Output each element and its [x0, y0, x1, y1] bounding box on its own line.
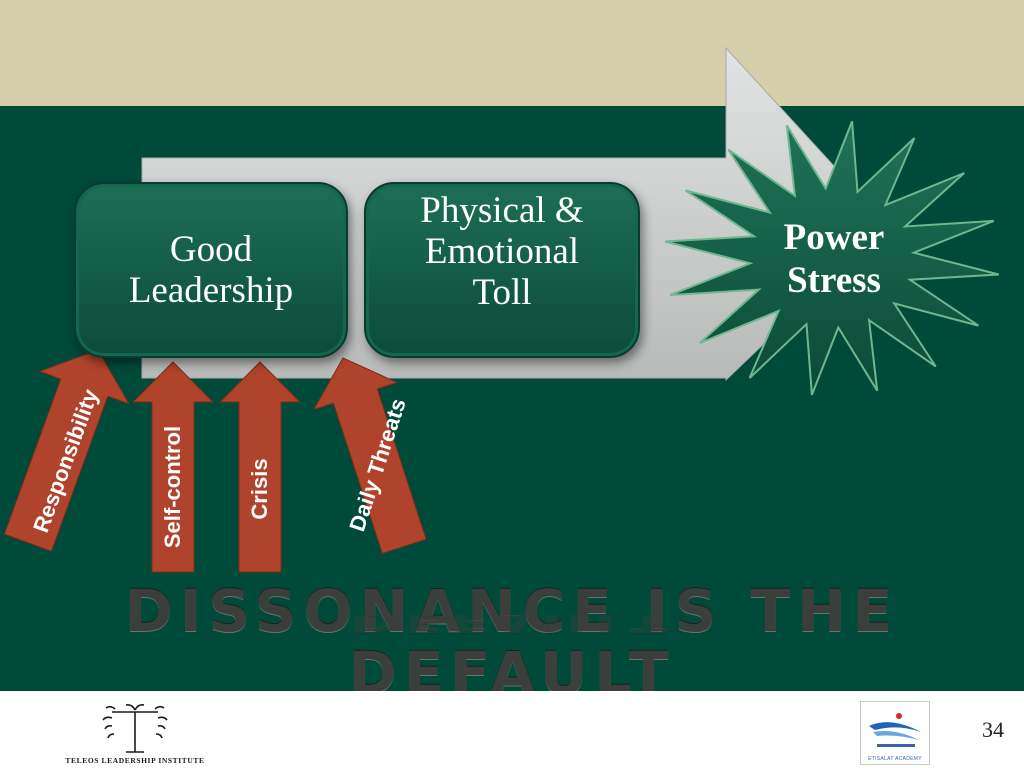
power-stress-label: Power Stress [720, 216, 948, 302]
crisis-arrow [218, 361, 302, 573]
burst-line: Stress [787, 260, 881, 301]
self-control-arrow-label: Self-control [160, 425, 185, 549]
etisalat-caption: ETISALAT ACADEMY [868, 756, 922, 762]
box-line: Emotional [424, 230, 580, 272]
responsibility-arrow [3, 349, 131, 552]
burst-line: Power [783, 217, 885, 258]
box-line: Toll [472, 271, 532, 313]
etisalat-academy-logo: ETISALAT ACADEMY [860, 701, 930, 765]
self-control-arrow [131, 361, 215, 573]
teleos-logo: TELEOS LEADERSHIP INSTITUTE [60, 702, 210, 766]
tagline: DISSONANCE IS THE DEFAULT [124, 577, 900, 707]
tagline-reflection: DISSONANCE IS THE DEFAULT [0, 615, 1024, 640]
crisis-arrow-label: Crisis [247, 458, 272, 520]
physical-emotional-toll-box: Physical & Emotional Toll [364, 182, 640, 358]
power-stress-burst [664, 120, 1000, 396]
box-line: Physical & [420, 189, 584, 231]
good-leadership-box: Good Leadership [74, 182, 348, 358]
tagline-reflection-text: DISSONANCE IS THE DEFAULT [125, 615, 900, 640]
page-number: 34 [982, 717, 1004, 742]
box-line: Leadership [128, 270, 294, 311]
input-arrows [3, 349, 427, 573]
footer [0, 691, 1024, 768]
daily-threats-arrow [312, 357, 427, 555]
teleos-caption: TELEOS LEADERSHIP INSTITUTE [65, 756, 205, 765]
box-line: Good [169, 229, 253, 270]
teleos-logo-icon [102, 704, 168, 753]
etisalat-academy-logo-icon [869, 713, 921, 747]
top-band [0, 0, 1024, 106]
